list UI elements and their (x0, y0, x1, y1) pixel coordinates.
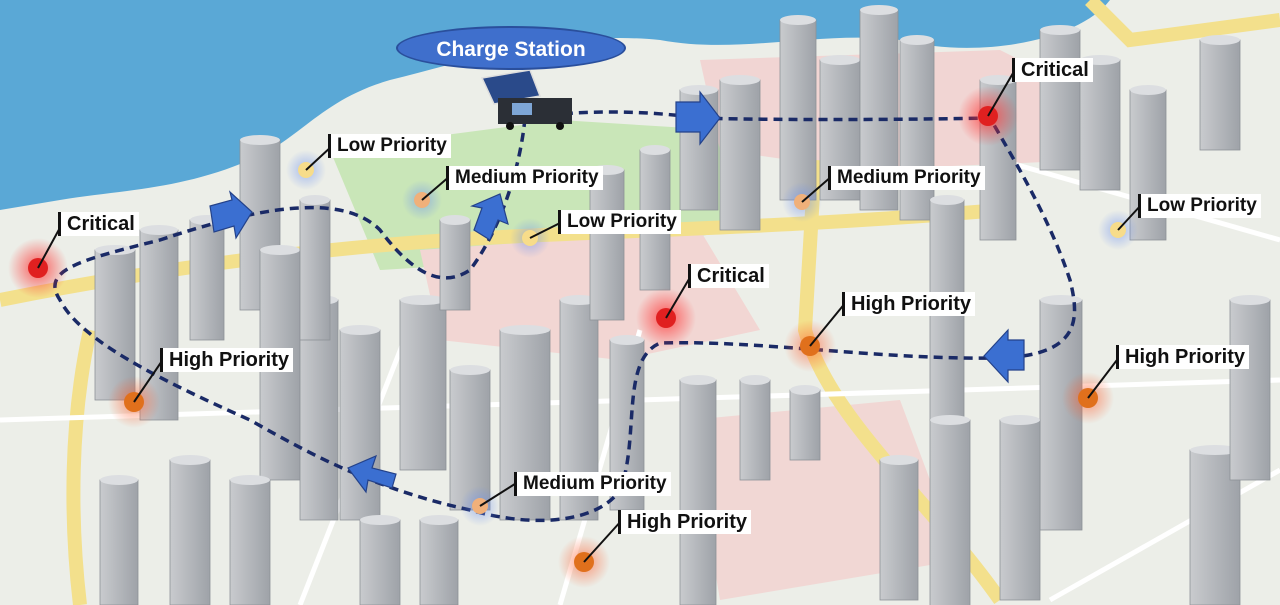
leader-line (987, 67, 1017, 117)
node-label-medium-priority: Medium Priority (446, 166, 603, 190)
building (169, 455, 211, 605)
building (719, 75, 761, 231)
label-leaders (37, 67, 1143, 563)
building (439, 215, 471, 311)
route-arrow (347, 454, 397, 494)
charge-station-vehicle (480, 69, 572, 130)
building (739, 375, 771, 481)
node-label-critical: Critical (1012, 58, 1093, 82)
node-label-high-priority: High Priority (618, 510, 752, 534)
water-bay (0, 0, 1110, 210)
building (299, 195, 331, 341)
building (99, 475, 139, 605)
building (399, 295, 447, 471)
building (929, 415, 971, 605)
leader-line (305, 145, 333, 171)
priority-nodes (8, 86, 1138, 588)
leader-line (133, 357, 165, 403)
node-label-high-priority: High Priority (842, 292, 976, 316)
building (1039, 25, 1081, 171)
route-arrow (469, 193, 509, 241)
building (1229, 295, 1271, 481)
building (999, 415, 1041, 601)
leader-line (809, 301, 847, 347)
node-label-critical: Critical (688, 264, 769, 288)
building (1199, 35, 1241, 151)
leader-line (479, 481, 519, 507)
building (1079, 55, 1121, 191)
building (359, 515, 401, 605)
leader-line (583, 519, 623, 563)
building (339, 325, 381, 521)
leader-line (1087, 355, 1121, 399)
leader-line (665, 273, 693, 319)
building (189, 215, 225, 341)
node-label-low-priority: Low Priority (328, 134, 451, 158)
leader-line (421, 175, 451, 201)
node-label-critical: Critical (58, 212, 139, 236)
building (589, 165, 625, 321)
leader-line (529, 221, 563, 239)
building (879, 455, 919, 601)
building (899, 35, 935, 221)
route-arrow (675, 90, 721, 146)
building (419, 515, 459, 605)
charge-station-label: Charge Station (396, 26, 626, 70)
route-arrow (983, 328, 1025, 384)
building (139, 225, 179, 421)
building (789, 385, 821, 461)
building (679, 375, 717, 605)
route-arrow (209, 190, 253, 240)
route-arrows (209, 90, 1025, 494)
node-label-high-priority: High Priority (1116, 345, 1250, 369)
node-label-low-priority: Low Priority (558, 210, 681, 234)
node-label-medium-priority: Medium Priority (514, 472, 671, 496)
building (229, 475, 271, 605)
node-label-low-priority: Low Priority (1138, 194, 1261, 218)
building (779, 15, 817, 201)
node-label-high-priority: High Priority (160, 348, 294, 372)
leader-line (801, 175, 833, 203)
node-label-medium-priority: Medium Priority (828, 166, 985, 190)
